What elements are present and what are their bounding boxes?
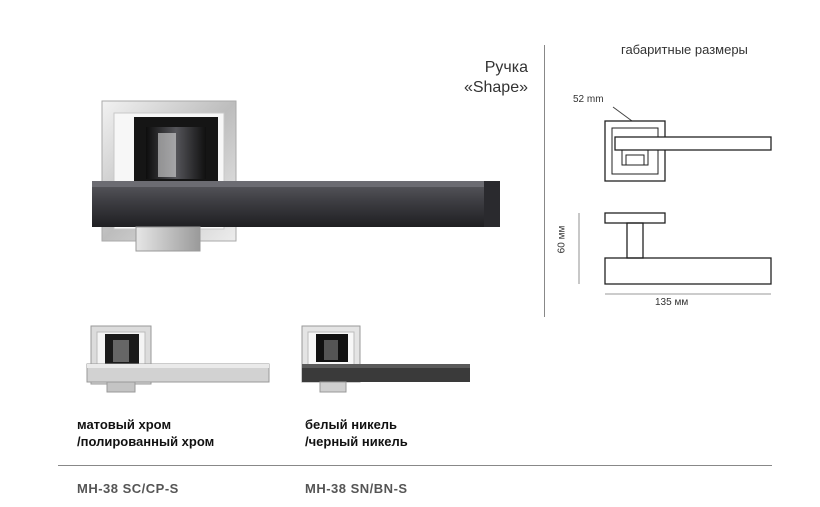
variant-1-model: MH-38 SC/CP-S <box>77 481 179 496</box>
variant-2-model: MH-38 SN/BN-S <box>305 481 408 496</box>
variant-2-image <box>301 325 470 393</box>
rosette-leader-line <box>612 106 633 122</box>
length-label: 135 мм <box>655 297 689 308</box>
variant-1-finish: матовый хром /полированный хром <box>77 416 214 450</box>
variant-1-finish-line2: /полированный хром <box>77 434 215 449</box>
variant-1-finish-line1: матовый хром <box>77 417 172 432</box>
variant-1-image <box>86 325 270 393</box>
product-title: Ручка «Shape» <box>464 58 528 98</box>
variant-2-finish: белый никель /черный никель <box>305 416 408 450</box>
product-title-line1: Ручка <box>484 59 528 76</box>
variant-2-finish-line2: /черный никель <box>305 434 408 449</box>
dimensions-heading: габаритные размеры <box>621 42 748 57</box>
height-label: 60 мм <box>556 225 568 254</box>
variant-2-finish-line1: белый никель <box>305 417 398 432</box>
handle-main-image <box>92 100 500 252</box>
horizontal-divider <box>58 465 772 466</box>
vertical-divider <box>544 45 545 317</box>
rosette-size-label: 52 mm <box>573 94 604 105</box>
dimension-drawing <box>578 106 772 295</box>
product-title-line2: «Shape» <box>463 79 528 96</box>
